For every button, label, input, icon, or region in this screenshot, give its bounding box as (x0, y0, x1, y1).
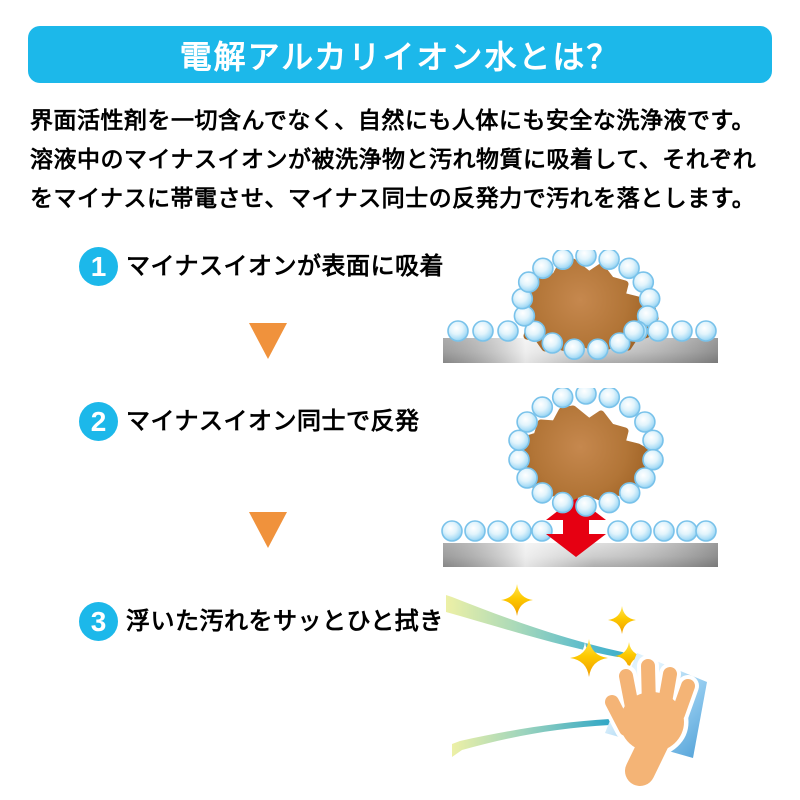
step2-number-badge: 2 (79, 402, 118, 441)
minus-ion-icon (510, 520, 532, 542)
minus-ion-icon (623, 320, 645, 342)
minus-ion-icon (551, 388, 574, 409)
minus-ion-icon (636, 305, 659, 327)
step3-label: 浮いた汚れをサッとひと拭き (126, 608, 444, 635)
minus-ion-icon (634, 411, 656, 433)
step2-label: マイナスイオン同士で反発 (126, 408, 420, 435)
minus-ion-icon (552, 250, 574, 270)
hand-icon (601, 655, 699, 788)
intro-paragraph: 界面活性剤を一切含んでなく、自然にも人体にも安全な洗浄液です。 溶液中のマイナス… (30, 101, 778, 218)
minus-ion-icon (598, 388, 621, 409)
swoosh-icon (452, 719, 610, 757)
minus-ion-icon (524, 320, 546, 343)
minus-ion-icon (517, 271, 540, 293)
minus-ion-icon (551, 491, 574, 514)
minus-ion-icon (695, 320, 717, 342)
sparkle-icon (605, 606, 636, 637)
step2-illustration (441, 388, 718, 567)
minus-ion-icon (532, 257, 554, 280)
minus-ion-icon (586, 338, 609, 361)
surface-ions (441, 520, 717, 542)
minus-ion-icon (598, 250, 620, 270)
minus-ion-icon (618, 396, 641, 418)
minus-ion-icon (618, 482, 641, 504)
intro-line: 界面活性剤を一切含んでなく、自然にも人体にも安全な洗浄液です。 (30, 107, 756, 133)
minus-ion-icon (575, 250, 597, 267)
minus-ion-icon (441, 520, 463, 542)
minus-ion-icon (563, 338, 586, 361)
page-title: 電解アルカリイオン水とは？ (179, 38, 621, 75)
minus-ion-icon (531, 520, 553, 542)
minus-ion-icon (642, 448, 664, 471)
minus-ion-icon (575, 388, 597, 405)
step3-illustration (446, 584, 707, 788)
down-arrow-icon (249, 512, 287, 548)
minus-ion-icon (630, 520, 652, 542)
minus-ion-icon (516, 411, 538, 433)
minus-ion-icon (676, 520, 698, 542)
minus-ion-icon (671, 320, 693, 342)
minus-ion-icon (607, 520, 629, 542)
minus-ion-icon (598, 491, 621, 514)
swoosh-icon (446, 595, 641, 661)
minus-ion-icon (497, 320, 519, 342)
surface-ions (447, 320, 717, 342)
header-banner: 電解アルカリイオン水とは？ (28, 26, 772, 83)
minus-ion-icon (487, 520, 509, 542)
intro-line: 溶液中のマイナスイオンが被洗浄物と汚れ物質に吸着して、それぞれ (30, 146, 757, 172)
minus-ion-icon (472, 320, 494, 342)
minus-ion-icon (575, 495, 597, 517)
minus-ion-icon (653, 520, 675, 542)
minus-ion-icon (508, 448, 530, 471)
step3-number-badge: 3 (79, 602, 118, 641)
minus-ion-icon (608, 332, 631, 354)
minus-ion-icon (516, 467, 538, 489)
minus-ion-icon (634, 467, 656, 489)
intro-line: をマイナスに帯電させ、マイナス同士の反発力で汚れを落とします。 (30, 185, 756, 211)
minus-ion-icon (508, 429, 530, 452)
minus-ion-icon (464, 520, 486, 542)
step1-number-badge: 1 (79, 247, 118, 286)
ion-ring (508, 388, 664, 517)
minus-ion-icon (647, 320, 669, 342)
minus-ion-icon (618, 257, 640, 280)
down-arrow-icon (249, 323, 287, 359)
sparkle-icon (498, 584, 533, 619)
step1-label: マイナスイオンが表面に吸着 (126, 253, 445, 280)
minus-ion-icon (531, 396, 554, 418)
minus-ion-icon (642, 429, 664, 452)
minus-ion-icon (447, 320, 469, 342)
minus-ion-icon (531, 482, 554, 504)
step1-illustration (443, 250, 718, 363)
minus-ion-icon (541, 332, 564, 354)
minus-ion-icon (695, 520, 717, 542)
